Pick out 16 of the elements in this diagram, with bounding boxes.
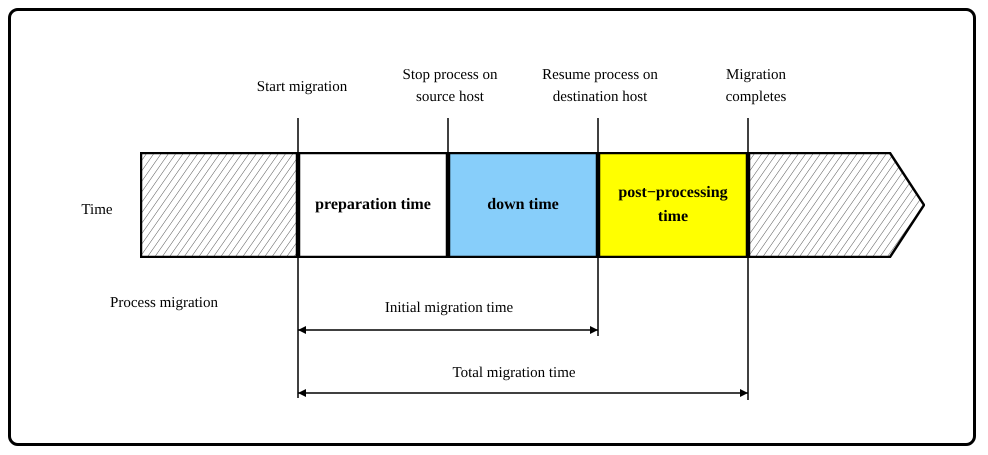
- segment-label: preparation time: [314, 195, 432, 215]
- event-label: Migration completes: [724, 66, 788, 107]
- event-label: Resume process on destination host: [541, 66, 659, 107]
- row-label: Process migration: [109, 294, 219, 313]
- time-segment: [448, 152, 598, 258]
- hatched-segment: [140, 152, 298, 258]
- event-label: Start migration: [256, 78, 348, 97]
- segment-label: post−processing time: [617, 183, 729, 227]
- event-label: Stop process on source host: [402, 66, 498, 107]
- dimension-label: Initial migration time: [384, 299, 514, 318]
- segment-label: down time: [486, 195, 560, 215]
- time-segment: [598, 152, 748, 258]
- dimension-label: Total migration time: [451, 364, 577, 383]
- time-segment: [298, 152, 448, 258]
- axis-label: Time: [80, 201, 114, 220]
- hatched-arrow-head: [748, 152, 925, 258]
